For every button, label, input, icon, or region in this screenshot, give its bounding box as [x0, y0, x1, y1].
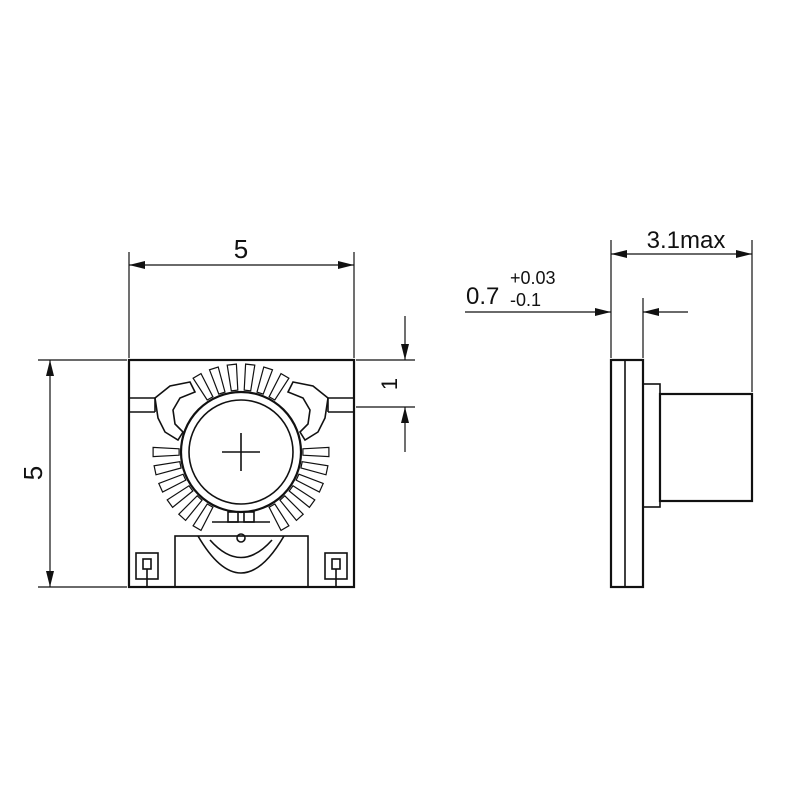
front-view [127, 358, 356, 589]
side-base-plate [609, 358, 645, 589]
tolerance-plus: +0.03 [510, 268, 556, 288]
knob-tooth [226, 363, 239, 392]
knob-tooth [279, 494, 305, 522]
thickness-label: 0.7 [466, 283, 499, 310]
knob-tooth [256, 366, 274, 395]
terminal-left [135, 552, 159, 587]
clip-right [286, 381, 329, 442]
side-view [609, 358, 754, 589]
knob-tooth [295, 473, 325, 493]
knob-tooth [192, 372, 214, 401]
knob-tooth [192, 503, 214, 532]
height-label: 5 [18, 466, 48, 480]
knob-inner-ring [188, 399, 294, 505]
knob-tooth [243, 363, 256, 392]
offset-label: 1 [377, 378, 402, 390]
dimension-max-height: 3.1max [610, 227, 753, 392]
knob-tooth [157, 473, 187, 493]
dimension-thickness: 0.7 +0.03 -0.1 [465, 268, 688, 358]
side-shoulder [642, 383, 661, 508]
knob-outer-ring [179, 390, 303, 514]
knob-tooth [268, 503, 290, 532]
tolerance-minus: -0.1 [510, 290, 541, 310]
dimension-height: 5 [18, 359, 127, 588]
side-shaft [658, 392, 754, 503]
knob-bottom-tabs [212, 511, 270, 523]
side-rails [129, 397, 354, 413]
clip-left [154, 381, 197, 442]
knob-tooth [268, 372, 290, 401]
knob-tooth [302, 446, 330, 458]
dimension-offset: 1 [356, 316, 415, 452]
crosshair-icon [222, 433, 260, 471]
knob-tooth [152, 446, 180, 458]
terminal-right [324, 552, 348, 587]
max-height-label: 3.1max [647, 227, 726, 254]
dimension-width: 5 [128, 234, 355, 358]
bottom-housing [174, 533, 309, 588]
knob-tooth [153, 461, 182, 476]
knob-tooth [208, 366, 226, 395]
knob-tooth [300, 461, 329, 476]
knob-tooth [177, 494, 203, 522]
knob-tooth [288, 484, 316, 509]
knob-teeth [152, 363, 330, 532]
width-label: 5 [234, 234, 248, 264]
knob-tooth [166, 484, 194, 509]
